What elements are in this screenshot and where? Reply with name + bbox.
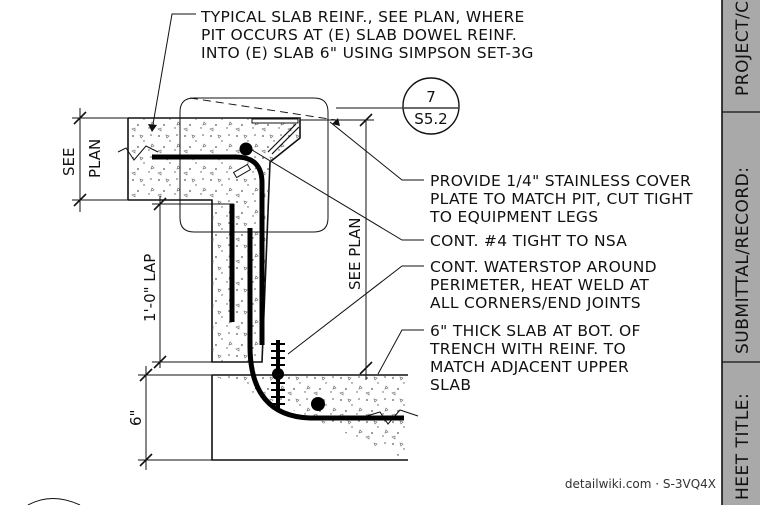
watermark: detailwiki.com · S-3VQ4X [565,477,716,491]
dim-see-plan-left: SEE PLAN [60,108,128,212]
slab-thickness-dimension: 6" [127,410,145,426]
note-cont-bar: CONT. #4 TIGHT TO NSA [430,232,627,250]
note-line: PROVIDE 1/4" STAINLESS COVER [430,172,691,190]
note-bottom-slab: 6" THICK SLAB AT BOT. OF TRENCH WITH REI… [429,322,641,394]
dim-see-plan-right: SEE PLAN [300,113,374,380]
top-slab-bar [152,154,265,345]
next-detail-tag-fragment [27,498,81,505]
cont-bar-bottom-icon [311,397,325,411]
note-line: 6" THICK SLAB AT BOT. OF [430,322,641,340]
break-line-upper [117,145,159,161]
note-line: TO EQUIPMENT LEGS [429,208,598,226]
sheet-title-label: HEET TITLE: [733,393,753,500]
note-line: CONT. #4 TIGHT TO NSA [430,232,627,250]
submittal-label: SUBMITTAL/RECORD: [733,167,753,355]
note-line: INTO (E) SLAB 6" USING SIMPSON SET-3G [201,44,534,62]
dim-slab-thickness: 6" [127,366,212,470]
wall-bar [247,228,404,421]
note-waterstop: CONT. WATERSTOP AROUND PERIMETER, HEAT W… [430,258,657,312]
note-line: PIT OCCURS AT (E) SLAB DOWEL REINF. [201,26,517,44]
leader-typical-slab [148,13,196,132]
note-line: PLATE TO MATCH PIT, CUT TIGHT [430,190,693,208]
upper-slab [127,117,301,363]
leader-cont-bar [251,149,424,241]
note-line: TYPICAL SLAB REINF., SEE PLAN, WHERE [200,8,525,26]
note-typical-slab: TYPICAL SLAB REINF., SEE PLAN, WHERE PIT… [200,8,534,62]
leader-waterstop [287,265,424,355]
equipment-pit-outline [179,97,337,233]
lap-dimension: 1'-0" LAP [141,254,159,322]
note-line: SLAB [430,376,471,394]
note-cover-plate: PROVIDE 1/4" STAINLESS COVER PLATE TO MA… [429,172,693,226]
dim-lap: 1'-0" LAP [141,196,234,369]
see-plan-left-line1: SEE [60,148,78,176]
see-plan-right-dimension: SEE PLAN [346,218,364,290]
detail-number: 7 [426,88,436,106]
note-line: PERIMETER, HEAT WELD AT [430,276,649,294]
cover-plate [232,118,300,179]
detail-sheet: S5.2 [414,110,447,128]
title-block: PROJECT/C SUBMITTAL/RECORD: HEET TITLE: [721,0,760,505]
note-line: TRENCH WITH REINF. TO [429,340,626,358]
cont-bar-top-icon [239,142,253,156]
leader-cover-plate [329,118,424,181]
note-line: ALL CORNERS/END JOINTS [430,294,641,312]
waterstop-icon [271,340,285,408]
break-line-lower [359,409,419,425]
note-line: MATCH ADJACENT UPPER [430,358,629,376]
detail-reference-tag: 7 S5.2 [336,77,460,135]
see-plan-left-line2: PLAN [86,139,104,178]
leader-bottom-slab [377,329,424,375]
rebar [152,142,404,421]
note-line: CONT. WATERSTOP AROUND [430,258,657,276]
project-label: PROJECT/C [733,0,753,96]
